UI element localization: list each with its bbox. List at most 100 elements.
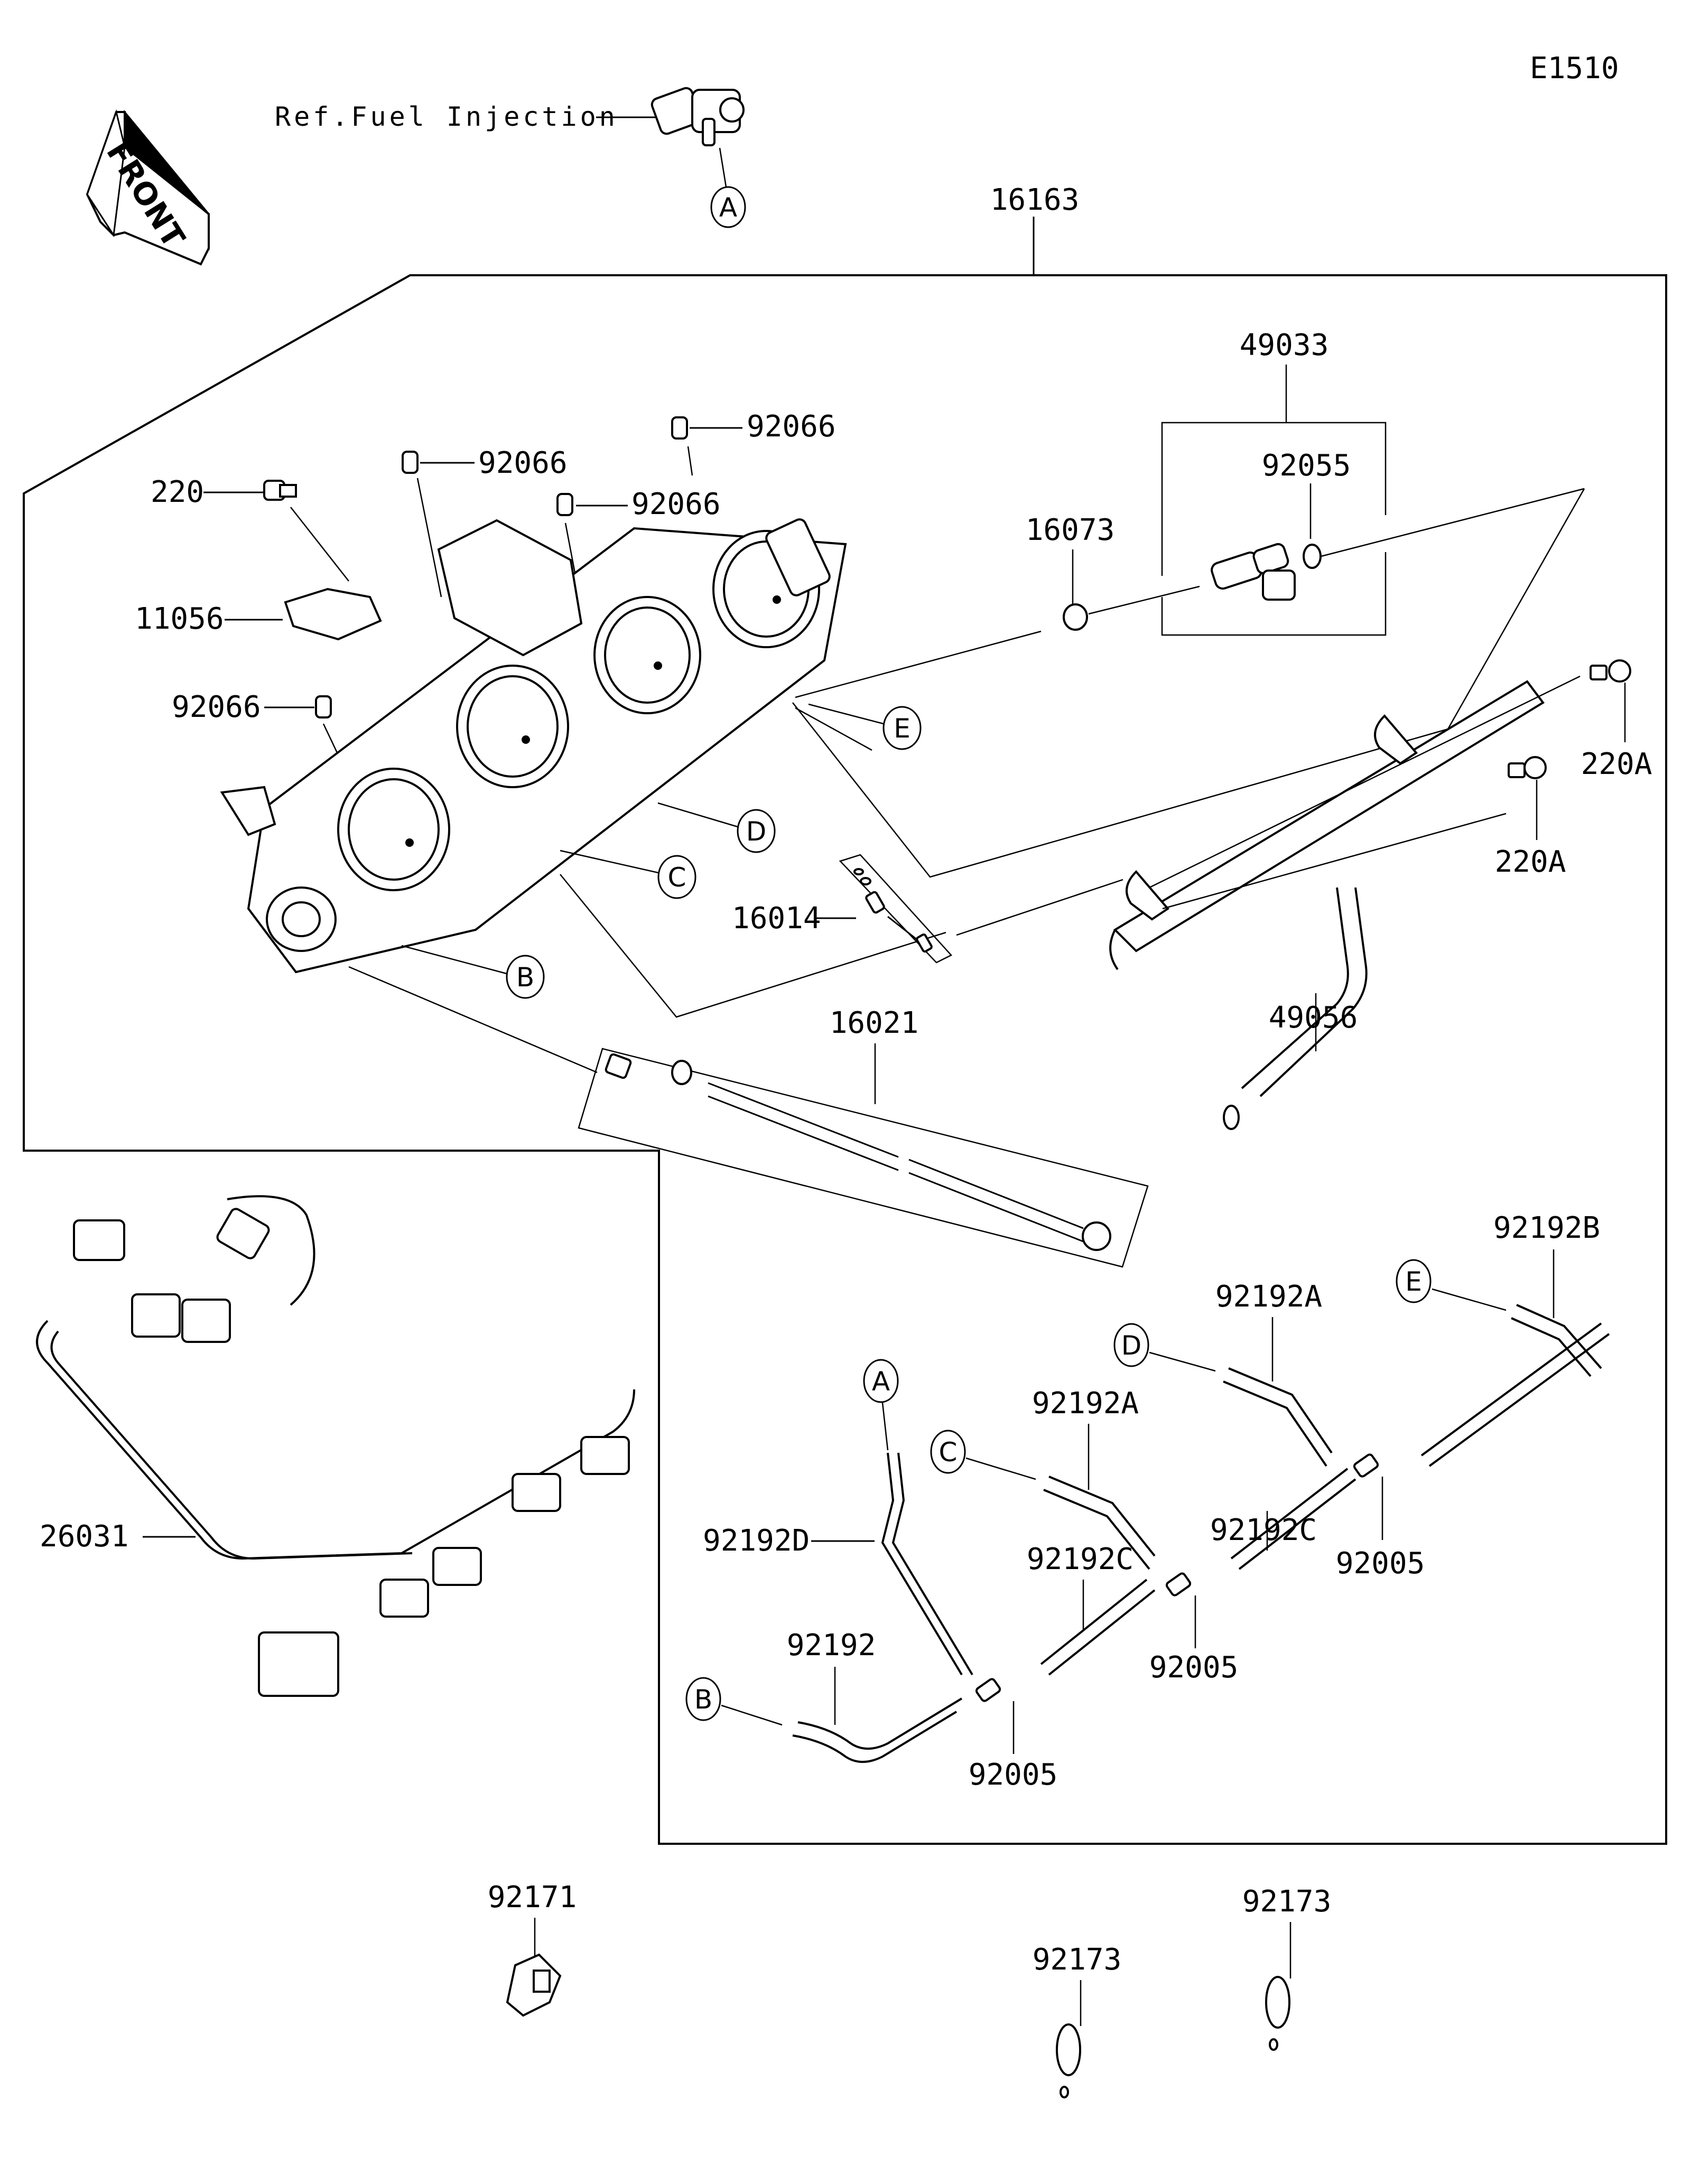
part-label-11056: 11056 [135, 602, 224, 636]
bolt-icon [263, 480, 297, 501]
leader-line [1149, 1351, 1216, 1372]
cap-icon [1063, 603, 1088, 631]
part-label-92066: 92066 [172, 690, 261, 724]
part-label-16021: 16021 [830, 1006, 919, 1040]
collar-icon [671, 416, 688, 440]
callout-hose-e: E [1396, 1259, 1432, 1303]
map-sensor-icon [651, 87, 745, 146]
svg-text:E: E [1405, 1266, 1422, 1297]
screw-set-icon [853, 868, 933, 953]
leader-line [560, 874, 946, 1018]
part-label-49033: 49033 [1240, 328, 1329, 362]
callout-c: C [657, 855, 696, 899]
leader-line [657, 802, 738, 828]
leader-line [560, 850, 659, 874]
callout-b: B [506, 955, 545, 999]
svg-text:D: D [1121, 1330, 1142, 1361]
leader-line [795, 707, 872, 751]
wiring-harness-icon [36, 1195, 635, 1697]
part-label-26031: 26031 [40, 1519, 129, 1554]
screw-icon [1508, 756, 1547, 779]
hose-icon [1040, 1579, 1156, 1676]
leader-line [1432, 1288, 1507, 1311]
part-label-220a: 220A [1581, 747, 1652, 781]
clamp-icon [506, 1953, 562, 2017]
leader-line [1149, 675, 1581, 889]
collar-icon [556, 493, 573, 516]
injector-group-bracket [1161, 422, 1387, 576]
callout-hose-d: D [1113, 1323, 1149, 1367]
diagram-id-label: E1510 [1530, 51, 1619, 86]
hose-icon [1223, 1367, 1333, 1467]
leader-line [881, 1402, 889, 1451]
leader-line [795, 630, 1042, 698]
hose-icon [1511, 1304, 1602, 1377]
part-label-92192a: 92192A [1032, 1386, 1139, 1421]
leader-line [808, 703, 884, 725]
callout-hose-b: B [685, 1677, 721, 1721]
leader-line [1088, 585, 1200, 615]
leader-line [401, 945, 507, 975]
part-label-49056: 49056 [1269, 1001, 1358, 1035]
part-label-92192c: 92192C [1210, 1513, 1317, 1547]
part-label-16073: 16073 [1026, 513, 1115, 547]
shaft-bracket [578, 1048, 1149, 1268]
bracket-icon [284, 587, 382, 641]
part-label-92192c: 92192C [1027, 1542, 1133, 1576]
callout-e: E [882, 706, 922, 750]
leader-line [416, 478, 442, 598]
part-label-92066: 92066 [478, 446, 568, 480]
leader-line [290, 507, 349, 582]
main-assembly-label: 16163 [990, 183, 1080, 217]
clip-icon [1265, 1976, 1290, 2051]
callout-a-top: A [710, 186, 746, 228]
throttle-body-icon [220, 518, 847, 974]
callout-hose-a: A [863, 1359, 899, 1403]
svg-text:B: B [694, 1684, 712, 1715]
part-label-92066: 92066 [747, 409, 836, 444]
callout-d: D [737, 809, 776, 853]
tee-joint-icon [1165, 1572, 1192, 1597]
injector-group-bracket [1161, 552, 1387, 636]
collar-icon [402, 451, 419, 474]
svg-text:D: D [746, 816, 767, 847]
svg-text:C: C [668, 862, 686, 893]
fuel-rail-icon [1109, 680, 1545, 970]
leader-line [719, 147, 728, 191]
part-label-92171: 92171 [488, 1880, 577, 1915]
reference-fuel-injection-label: Ref.Fuel Injection [275, 101, 618, 132]
collar-icon [315, 695, 332, 718]
leader-line [1321, 488, 1585, 557]
leader-line [956, 879, 1123, 936]
svg-text:B: B [516, 962, 534, 993]
leader-line [1162, 813, 1507, 910]
leader-line [348, 966, 598, 1074]
part-label-92005: 92005 [1149, 1650, 1239, 1685]
leader-line [721, 1704, 783, 1726]
part-label-92066: 92066 [631, 487, 721, 521]
svg-text:E: E [894, 713, 910, 744]
hose-icon [1230, 1468, 1356, 1570]
o-ring-icon [1303, 544, 1322, 569]
part-label-92192b: 92192B [1493, 1211, 1600, 1245]
part-label-220a: 220A [1495, 845, 1566, 879]
svg-text:A: A [719, 192, 737, 223]
hose-icon [1420, 1322, 1610, 1467]
shaft-icon [605, 1053, 1111, 1251]
hose-icon [792, 1697, 963, 1763]
part-label-92055: 92055 [1262, 449, 1351, 483]
front-arrow-icon: FRONT [86, 109, 210, 266]
part-label-16014: 16014 [732, 901, 821, 936]
part-label-92192: 92192 [787, 1628, 876, 1663]
part-label-92192a: 92192A [1215, 1280, 1322, 1314]
svg-text:C: C [939, 1437, 958, 1468]
screw-icon [1590, 659, 1631, 683]
part-label-92005: 92005 [969, 1758, 1058, 1792]
tee-joint-icon [1353, 1453, 1379, 1478]
part-label-220: 220 [151, 475, 204, 509]
leader-line [1447, 488, 1585, 730]
leader-line [965, 1457, 1036, 1480]
leader-line [687, 446, 693, 476]
part-label-92192d: 92192D [703, 1524, 810, 1558]
part-label-92173: 92173 [1242, 1884, 1332, 1919]
